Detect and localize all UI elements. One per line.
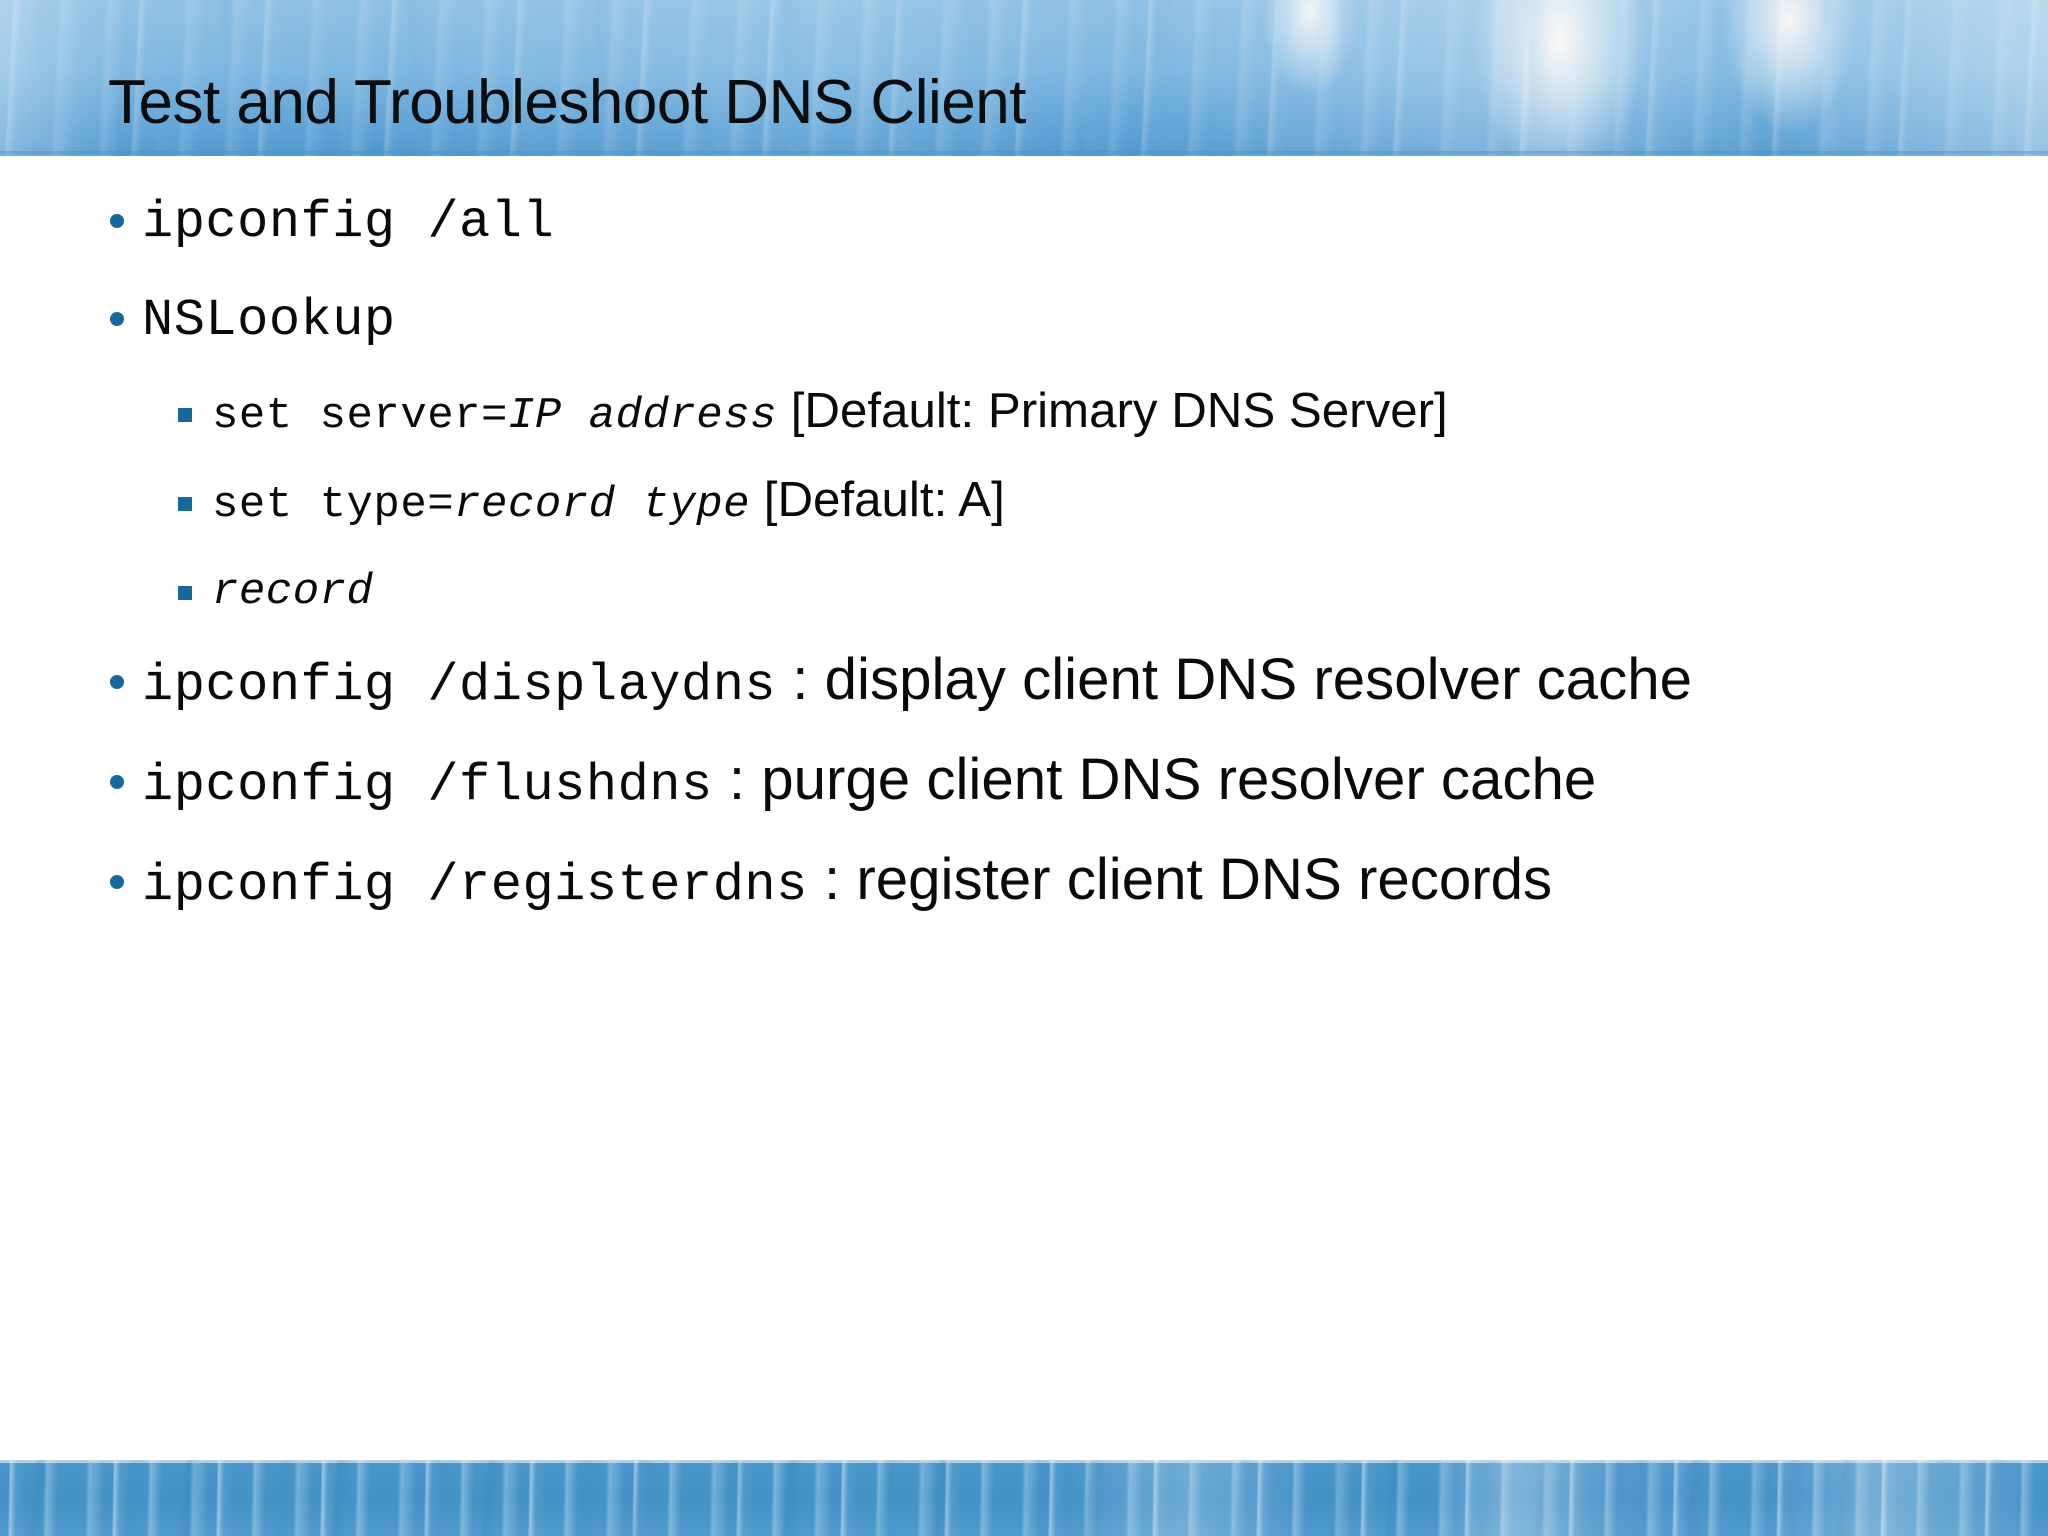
bullet-record-label: record	[212, 564, 373, 617]
header-brush-streaks	[0, 0, 2048, 156]
bullet-set-server-run-2: [Default: Primary DNS Server]	[777, 383, 1448, 438]
bullet-set-server-run-0: set server=	[212, 391, 508, 441]
bullet-ipconfig-flushdns-run-0: ipconfig /flushdns	[142, 756, 713, 815]
bullet-set-type-run-0: set type=	[212, 480, 455, 530]
square-bullet-icon	[178, 586, 192, 600]
square-bullet-icon	[178, 408, 192, 422]
round-bullet-icon	[110, 875, 124, 889]
bullet-nslookup-run-0: NSLookup	[142, 291, 396, 350]
bullet-set-type: set type=record type [Default: A]	[100, 471, 1980, 534]
bullet-set-type-run-1: record type	[454, 480, 751, 530]
bullet-ipconfig-registerdns-run-0: ipconfig /registerdns	[142, 856, 808, 915]
bullet-nslookup: NSLookup	[100, 284, 1980, 354]
bullet-ipconfig-displaydns-run-0: ipconfig /displaydns	[142, 656, 777, 715]
round-bullet-icon	[110, 214, 124, 228]
header-watercolor-wash	[0, 0, 2048, 156]
bullet-set-type-label: set type=record type [Default: A]	[212, 472, 1005, 530]
bullet-ipconfig-all: ipconfig /all	[100, 186, 1980, 256]
bullet-ipconfig-displaydns-run-1: : display client DNS resolver cache	[776, 647, 1693, 712]
bullet-record: record	[100, 560, 1980, 621]
bullet-ipconfig-displaydns: ipconfig /displaydns : display client DN…	[100, 647, 1980, 719]
bullet-ipconfig-registerdns-label: ipconfig /registerdns : register client …	[142, 847, 1552, 915]
header-light-overlay	[0, 0, 2048, 156]
footer-brush-streaks	[0, 1460, 2048, 1536]
header-brush-streaks-dark	[0, 0, 2048, 156]
bullet-ipconfig-flushdns-run-1: : purge client DNS resolver cache	[712, 747, 1597, 812]
round-bullet-icon	[110, 775, 124, 789]
bullet-ipconfig-registerdns: ipconfig /registerdns : register client …	[100, 847, 1980, 919]
footer-brush-streaks-dark	[0, 1460, 2048, 1536]
bullet-record-run-0: record	[212, 567, 374, 617]
header-bottom-edge	[0, 151, 2048, 156]
bullet-ipconfig-registerdns-run-1: : register client DNS records	[807, 847, 1553, 912]
bullet-ipconfig-all-label: ipconfig /all	[142, 190, 554, 252]
round-bullet-icon	[110, 312, 124, 326]
round-bullet-icon	[110, 675, 124, 689]
bullet-nslookup-label: NSLookup	[142, 288, 396, 350]
footer-light-overlay	[0, 1460, 2048, 1536]
bullet-ipconfig-displaydns-label: ipconfig /displaydns : display client DN…	[142, 647, 1692, 715]
footer-band	[0, 1460, 2048, 1536]
bullet-ipconfig-flushdns-label: ipconfig /flushdns : purge client DNS re…	[142, 747, 1596, 815]
bullet-ipconfig-all-run-0: ipconfig /all	[142, 193, 555, 252]
square-bullet-icon	[178, 497, 192, 511]
bullet-set-server-run-1: IP address	[507, 391, 777, 441]
bullet-set-type-run-2: [Default: A]	[750, 472, 1005, 527]
page-title: Test and Troubleshoot DNS Client	[108, 68, 1026, 137]
bullet-set-server: set server=IP address [Default: Primary …	[100, 382, 1980, 445]
footer-top-edge	[0, 1460, 2048, 1463]
header-band	[0, 0, 2048, 156]
bullet-ipconfig-flushdns: ipconfig /flushdns : purge client DNS re…	[100, 747, 1980, 819]
bullet-set-server-label: set server=IP address [Default: Primary …	[212, 383, 1448, 441]
